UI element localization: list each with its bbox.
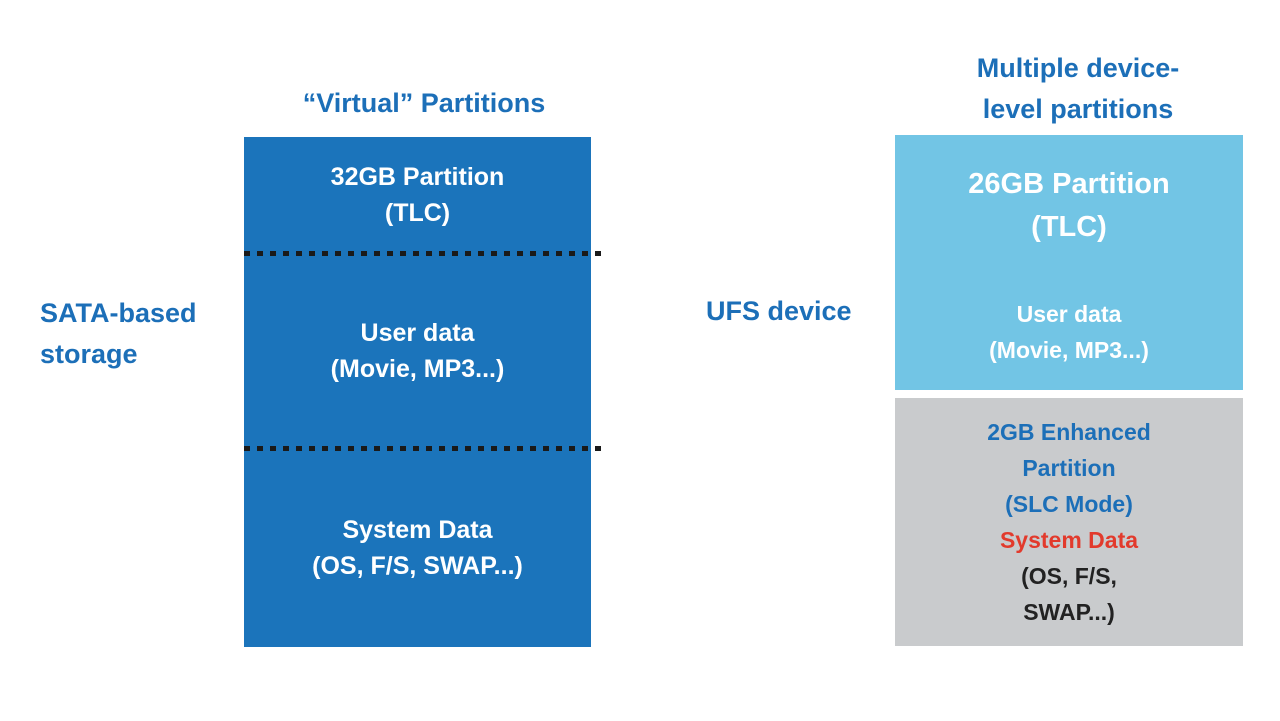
ufs-slc-body-line1: (OS, F/S, [1021,563,1117,589]
sata-storage-label-line1: SATA-based [40,298,197,328]
ufs-tlc-heading-line2: (TLC) [1031,211,1107,243]
sata-user-data-line2: (Movie, MP3...) [330,354,505,383]
ufs-tlc-heading: 26GB Partition (TLC) [968,163,1169,249]
sata-tlc-line1: 32GB Partition [330,163,505,191]
ufs-tlc-user-data-line1: User data [1016,301,1122,327]
ufs-slc-partition-box: 2GB Enhanced Partition (SLC Mode) System… [895,398,1243,646]
sata-tlc-line2: (TLC) [384,199,451,227]
ufs-tlc-heading-line1: 26GB Partition [968,168,1170,200]
device-level-title-line2: level partitions [982,94,1174,124]
device-level-partitions-title: Multiple device- level partitions [878,48,1278,130]
ufs-slc-heading-line1: 2GB Enhanced [987,419,1151,445]
sata-section-system-data: System Data (OS, F/S, SWAP...) [244,448,591,647]
virtual-partition-divider-top [244,251,604,256]
ufs-slc-system-data-label: System Data [999,527,1139,553]
sata-virtual-partition-box: 32GB Partition (TLC) User data (Movie, M… [244,137,591,647]
ufs-slc-heading: 2GB Enhanced Partition (SLC Mode) [987,414,1151,522]
sata-user-data-line1: User data [360,318,475,347]
sata-storage-label-line2: storage [40,339,138,369]
ufs-tlc-user-data-line2: (Movie, MP3...) [989,337,1149,363]
sata-system-data-line1: System Data [342,515,493,544]
ufs-slc-heading-line3: (SLC Mode) [1005,491,1133,517]
ufs-slc-heading-line2: Partition [1022,455,1116,481]
sata-section-user-data: User data (Movie, MP3...) [244,253,591,448]
sata-system-data-line2: (OS, F/S, SWAP...) [312,551,523,580]
sata-storage-label: SATA-based storage [40,293,250,375]
virtual-partition-divider-bottom [244,446,604,451]
ufs-slc-body-line2: SWAP...) [1023,599,1115,625]
ufs-device-label: UFS device [706,296,852,326]
virtual-partitions-title: “Virtual” Partitions [302,88,546,118]
sata-section-tlc-partition: 32GB Partition (TLC) [244,137,591,253]
ufs-slc-body: (OS, F/S, SWAP...) [1021,558,1117,630]
device-level-title-line1: Multiple device- [976,53,1180,83]
ufs-tlc-user-data: User data (Movie, MP3...) [989,296,1149,368]
ufs-tlc-partition-box: 26GB Partition (TLC) User data (Movie, M… [895,135,1243,390]
